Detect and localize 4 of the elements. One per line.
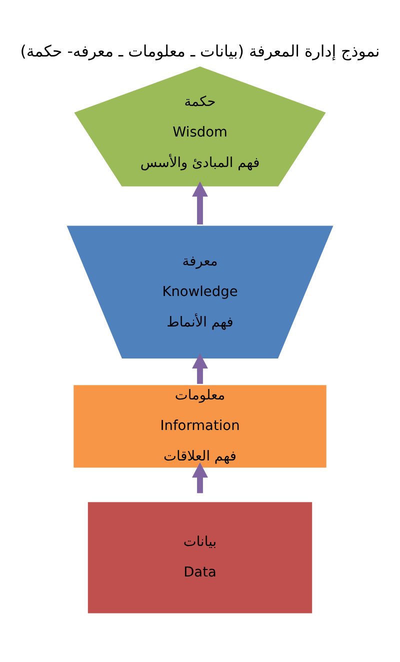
arrow bbox=[192, 181, 208, 224]
arrow bbox=[192, 353, 208, 384]
arrow bbox=[192, 462, 208, 494]
diagram-title: نموذج إدارة المعرفة (بيانات ـ معلومات ـ معرفه- حكمة) bbox=[20, 41, 380, 60]
